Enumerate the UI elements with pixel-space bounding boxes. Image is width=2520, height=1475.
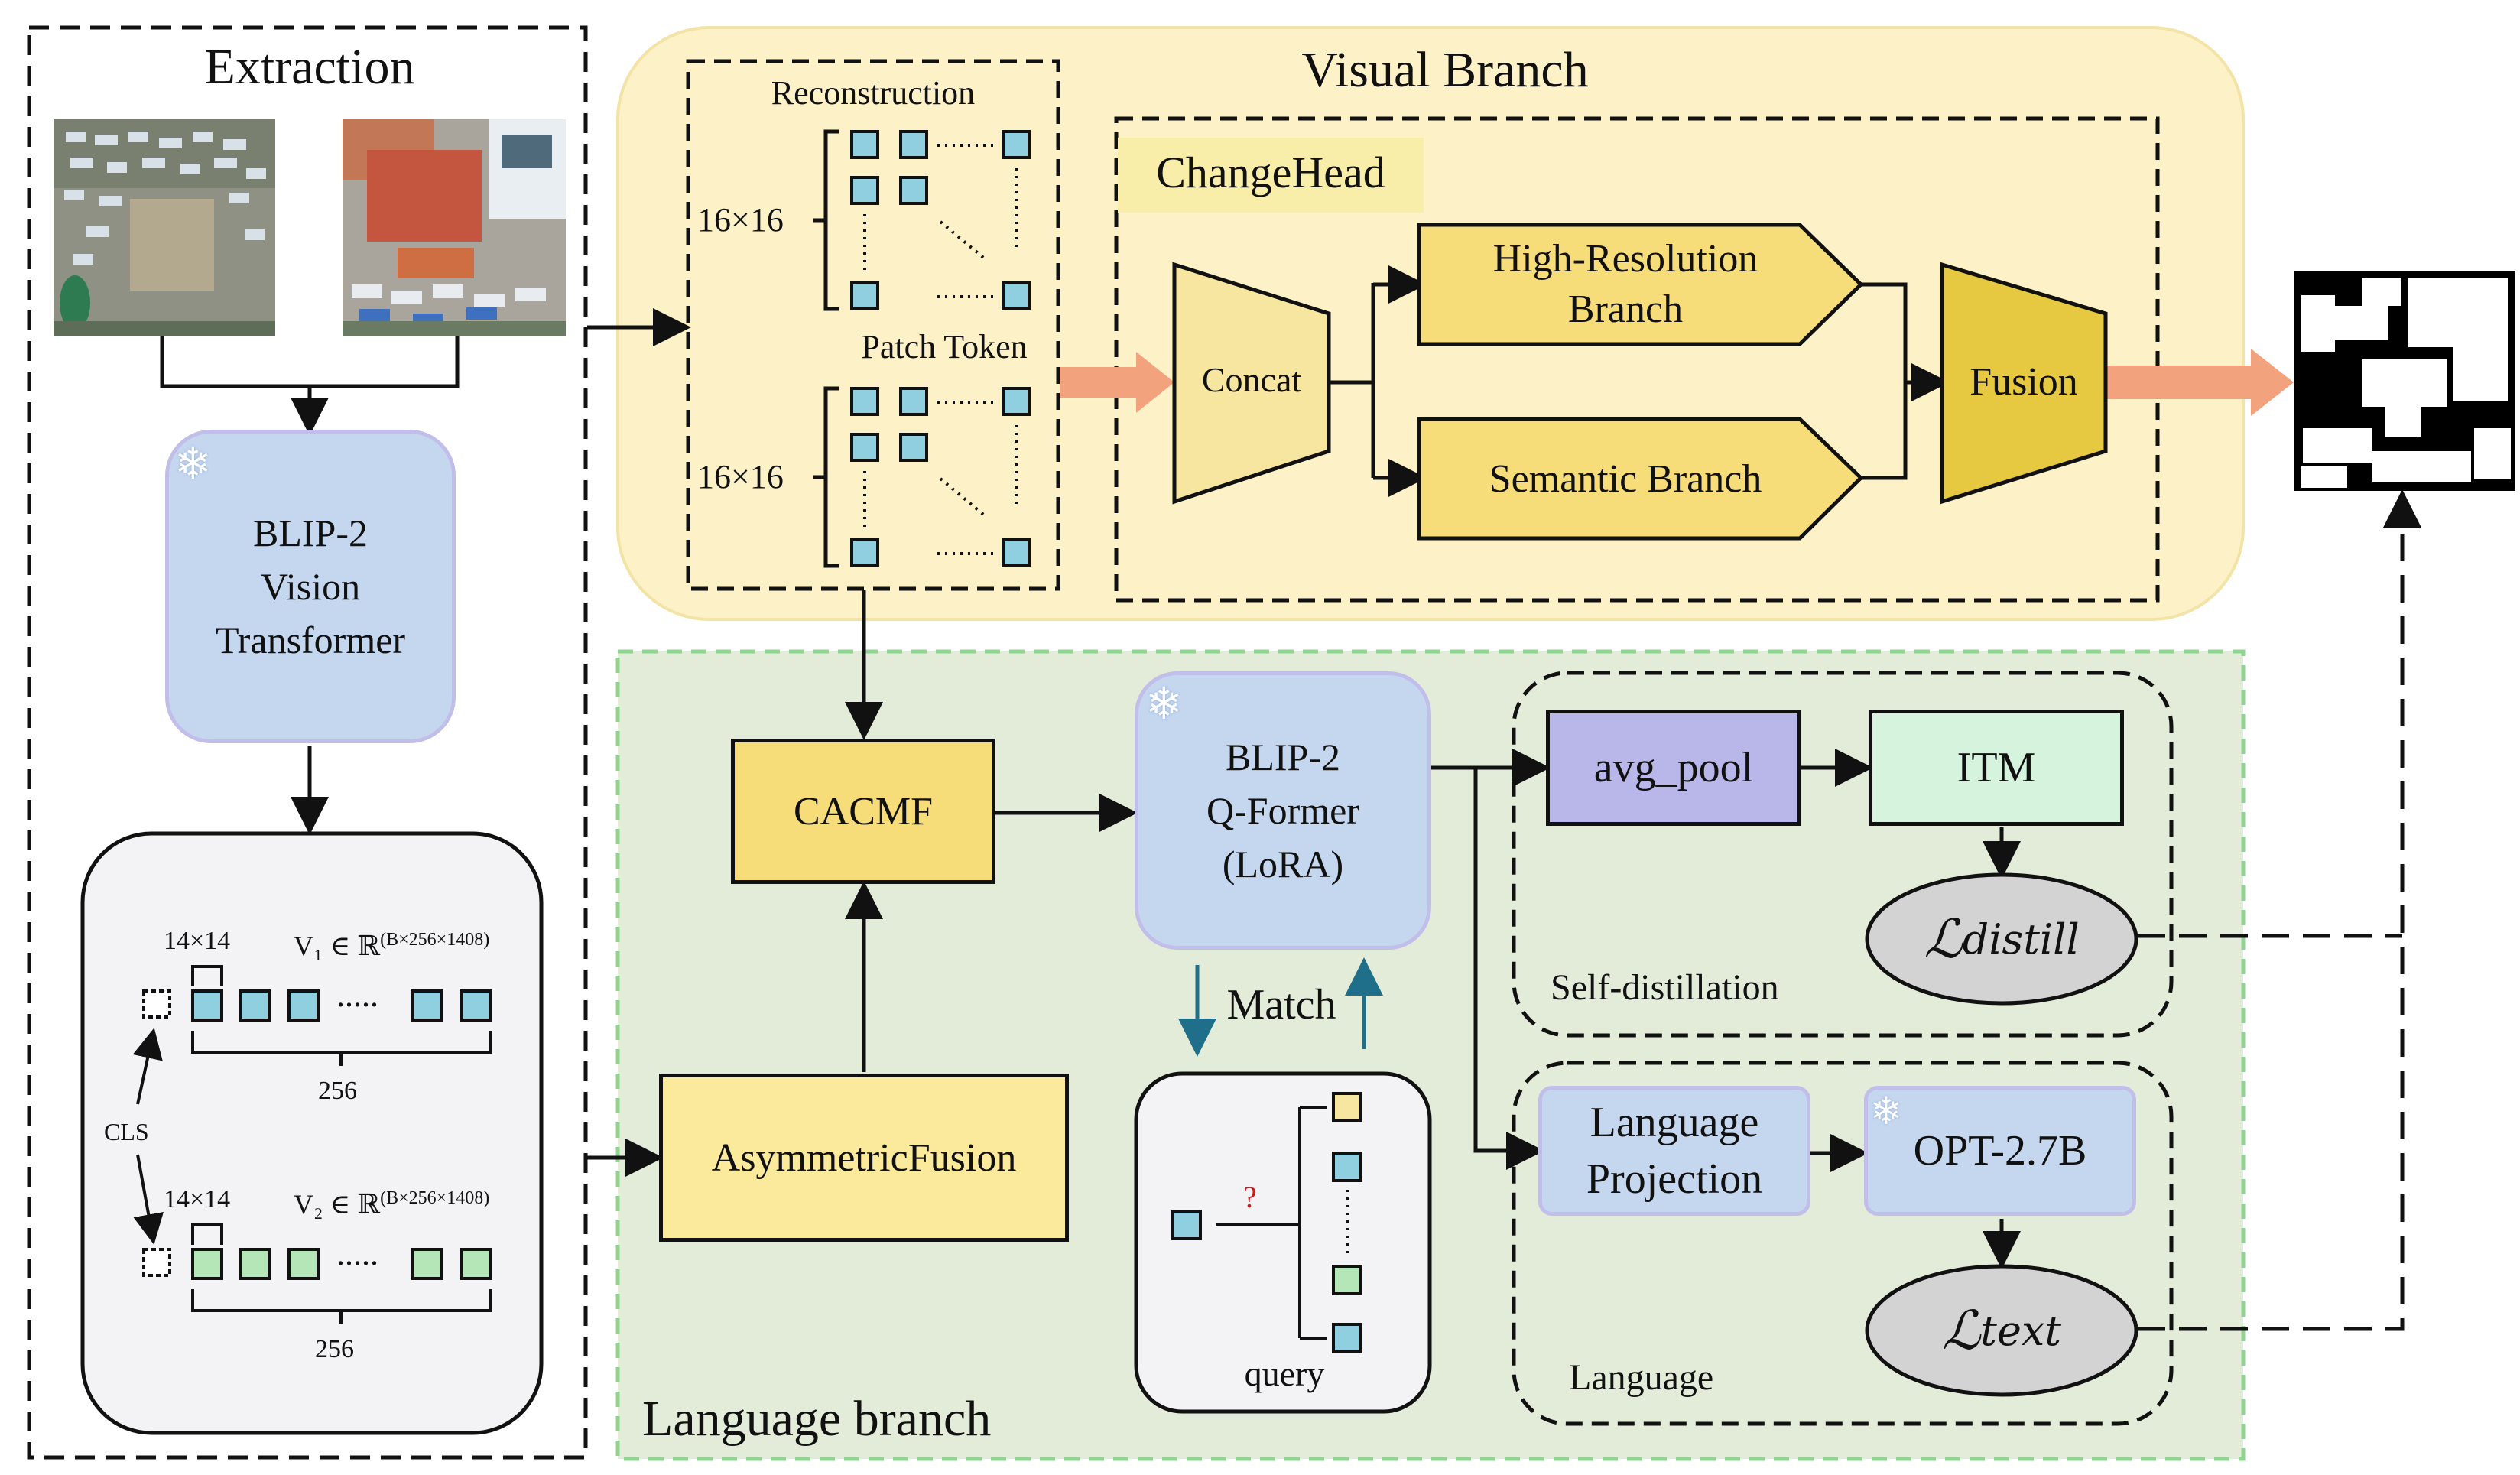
vit-line3: Transformer — [215, 619, 406, 661]
changehead-frame — [1114, 116, 2160, 603]
language-branch-title: Language branch — [642, 1391, 992, 1447]
patch-size-bottom: 14×14 — [164, 1185, 231, 1213]
orange-arrow-to-concat — [1060, 352, 1174, 413]
match-label: Match — [1226, 981, 1336, 1028]
feature-panel — [80, 831, 544, 1435]
semantic-branch-shape — [1417, 417, 1864, 541]
satellite-image-t2 — [343, 119, 566, 336]
v2-label: V₂ ∈ ℝ(B×256×1408) — [294, 1188, 490, 1220]
fusion-label: Fusion — [1970, 360, 2078, 404]
concat-trapezoid — [1172, 262, 1331, 505]
semantic-branch-label[interactable]: Semantic Branch — [1489, 456, 1762, 501]
query-qmark: ? — [1243, 1180, 1257, 1214]
vit-line1: BLIP-2 — [253, 512, 368, 554]
frozen-snowflake-icon-qformer: ❄ — [1145, 679, 1183, 729]
language-frame — [1512, 1061, 2174, 1426]
qformer-box[interactable]: BLIP-2 Q-Former (LoRA) — [1135, 671, 1431, 950]
high-res-branch-label[interactable]: High-Resolution Branch — [1492, 237, 1758, 331]
patch-grid-bottom — [850, 387, 1031, 567]
count-top: 256 — [318, 1077, 357, 1105]
patch-size-top: 14×14 — [164, 927, 231, 955]
query-label: query — [1244, 1354, 1325, 1393]
grid-size-top: 16×16 — [697, 201, 784, 239]
v1-label: V₁ ∈ ℝ(B×256×1408) — [294, 930, 490, 961]
token-row-v2 — [142, 1248, 492, 1280]
loss-text-ellipse — [1865, 1264, 2138, 1397]
cacmf-box[interactable]: CACMF — [731, 739, 995, 884]
dots-bottom: ..... — [336, 1235, 378, 1272]
token-row-v1 — [142, 989, 492, 1022]
opt-box[interactable]: OPT-2.7B — [1864, 1086, 2136, 1216]
patch-token-label: Patch Token — [861, 328, 1028, 366]
extraction-frame — [27, 25, 588, 1460]
patch-grid-top — [850, 130, 1031, 310]
vit-line2: Vision — [260, 565, 361, 608]
frozen-snowflake-icon-vit: ❄ — [174, 439, 212, 489]
itm-box[interactable]: ITM — [1869, 710, 2124, 826]
concat-label: Concat — [1201, 360, 1302, 399]
cls-label: CLS — [104, 1118, 149, 1145]
reconstruction-label: Reconstruction — [771, 74, 976, 112]
reconstruction-frame — [686, 59, 1060, 591]
changehead-label: ChangeHead — [1156, 148, 1385, 197]
orange-arrow-to-output — [2106, 349, 2294, 416]
self-distillation-frame — [1512, 671, 2174, 1038]
vit-box[interactable]: BLIP-2 Vision Transformer — [165, 430, 456, 743]
self-distillation-label: Self-distillation — [1551, 967, 1779, 1008]
language-sub-label: Language — [1569, 1357, 1714, 1398]
loss-distill-ellipse — [1865, 872, 2138, 1006]
fusion-trapezoid — [1940, 262, 2108, 505]
language-projection-box[interactable]: Language Projection — [1538, 1086, 1810, 1216]
extraction-title: Extraction — [204, 39, 415, 95]
satellite-image-t1 — [54, 119, 275, 336]
high-res-branch-shape — [1417, 223, 1864, 346]
dots-top: ..... — [336, 976, 378, 1014]
asymmetric-fusion-box[interactable]: AsymmetricFusion — [659, 1074, 1069, 1242]
changehead-label-bg — [1118, 138, 1424, 213]
count-bottom: 256 — [315, 1335, 354, 1363]
output-change-mask — [2294, 271, 2515, 491]
visual-branch-title: Visual Branch — [1301, 42, 1589, 98]
grid-size-bottom: 16×16 — [697, 458, 784, 495]
query-tokens — [1171, 1092, 1362, 1353]
avg-pool-box[interactable]: avg_pool — [1546, 710, 1801, 826]
frozen-snowflake-icon-opt: ❄ — [1870, 1090, 1902, 1132]
